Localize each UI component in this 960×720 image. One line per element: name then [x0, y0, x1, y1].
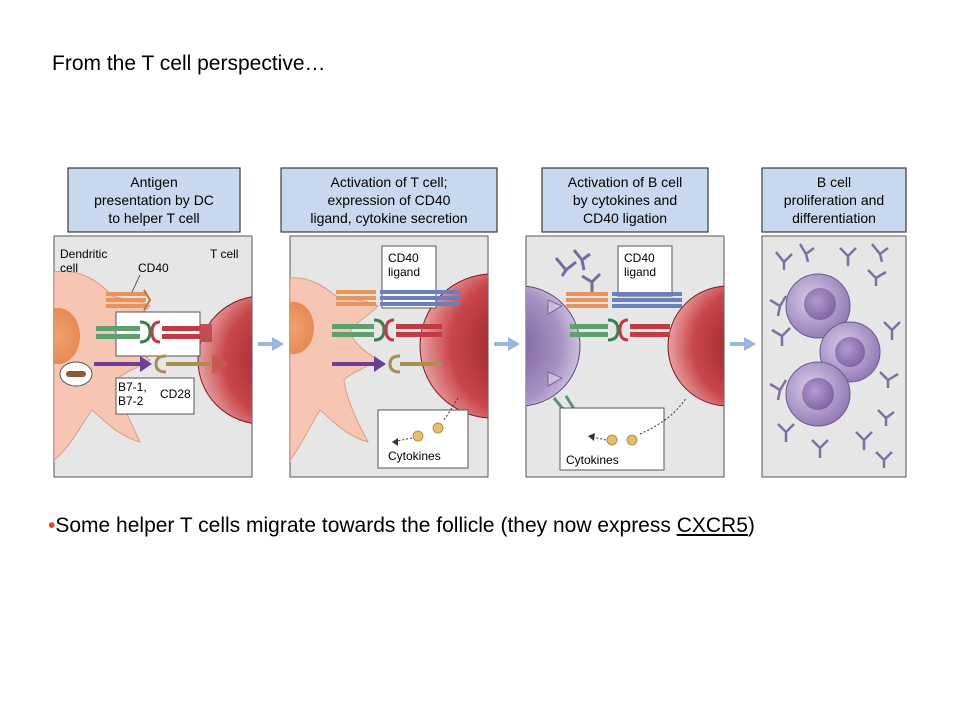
label-dendritic-cell-1: Dendritic — [60, 247, 107, 261]
label-b7-1: B7-1, — [118, 380, 147, 394]
arrow-3 — [730, 337, 756, 351]
panel-3-header-line-1: Activation of B cell — [568, 174, 682, 190]
panel-2-label-cd40-ligand-2: ligand — [388, 265, 420, 279]
b7-cd28-pair — [94, 354, 228, 374]
cd40-cd40l-pair-2 — [336, 290, 460, 306]
panel-4 — [761, 235, 907, 478]
mhc-tcr-complex-3 — [570, 318, 670, 342]
bullet-point: •Some helper T cells migrate towards the… — [48, 510, 868, 542]
panel-3-header-line-2: by cytokines and — [573, 192, 677, 208]
panel-2-header-line-3: ligand, cytokine secretion — [310, 210, 467, 226]
panel-1: Dendritic cell T cell CD40 B7-1, B7-2 CD… — [53, 235, 253, 478]
panel-4-header-line-1: B cell — [817, 174, 851, 190]
bullet-text: Some helper T cells migrate towards the … — [55, 514, 677, 537]
b-cell-shape — [526, 285, 581, 407]
label-t-cell: T cell — [210, 247, 238, 261]
panel-header-2: Activation of T cell; expression of CD40… — [280, 167, 498, 233]
panel-2-header-line-2: expression of CD40 — [328, 192, 451, 208]
cd40-cd40l-pair-3 — [566, 292, 682, 308]
panel-2: CD40 ligand Cytokine — [289, 235, 489, 478]
label-cd40: CD40 — [138, 261, 169, 275]
panel-3-label-cytokines: Cytokines — [566, 453, 619, 467]
panel-header-1: Antigen presentation by DC to helper T c… — [67, 167, 241, 233]
panel-4-header-line-3: differentiation — [792, 210, 876, 226]
panel-4-header-line-2: proliferation and — [784, 192, 884, 208]
panel-1-header-line-3: to helper T cell — [108, 210, 199, 226]
panel-2-header-line-1: Activation of T cell; — [331, 174, 448, 190]
slide-title: From the T cell perspective… — [52, 52, 326, 75]
panel-3: CD40 ligand — [525, 235, 725, 478]
panel-3-label-cd40-ligand-2: ligand — [624, 265, 656, 279]
panel-1-header-line-2: presentation by DC — [94, 192, 214, 208]
bullet-text-end: ) — [747, 514, 755, 537]
bullet-marker: • — [48, 514, 56, 537]
panel-header-4: B cell proliferation and differentiation — [761, 167, 907, 233]
panel-header-3: Activation of B cell by cytokines and CD… — [541, 167, 709, 233]
mhc-tcr-complex — [96, 320, 212, 344]
mhc-tcr-complex-2 — [332, 318, 442, 342]
arrow-2 — [494, 337, 520, 351]
label-cd28: CD28 — [160, 387, 191, 401]
panel-2-label-cd40-ligand-1: CD40 — [388, 251, 419, 265]
cd40-receptor — [106, 289, 152, 311]
label-dendritic-cell-2: cell — [60, 261, 78, 275]
panel-2-label-cytokines: Cytokines — [388, 449, 441, 463]
arrow-1 — [258, 337, 284, 351]
panel-1-header-line-1: Antigen — [130, 174, 177, 190]
cxcr5-link[interactable]: CXCR5 — [676, 514, 748, 537]
panel-3-label-cd40-ligand-1: CD40 — [624, 251, 655, 265]
antibodies — [769, 243, 901, 468]
dendritic-nucleus — [54, 308, 80, 364]
panel-3-header-line-3: CD40 ligation — [583, 210, 667, 226]
b-cell-receptors — [554, 249, 602, 292]
label-b7-2: B7-2 — [118, 394, 144, 408]
